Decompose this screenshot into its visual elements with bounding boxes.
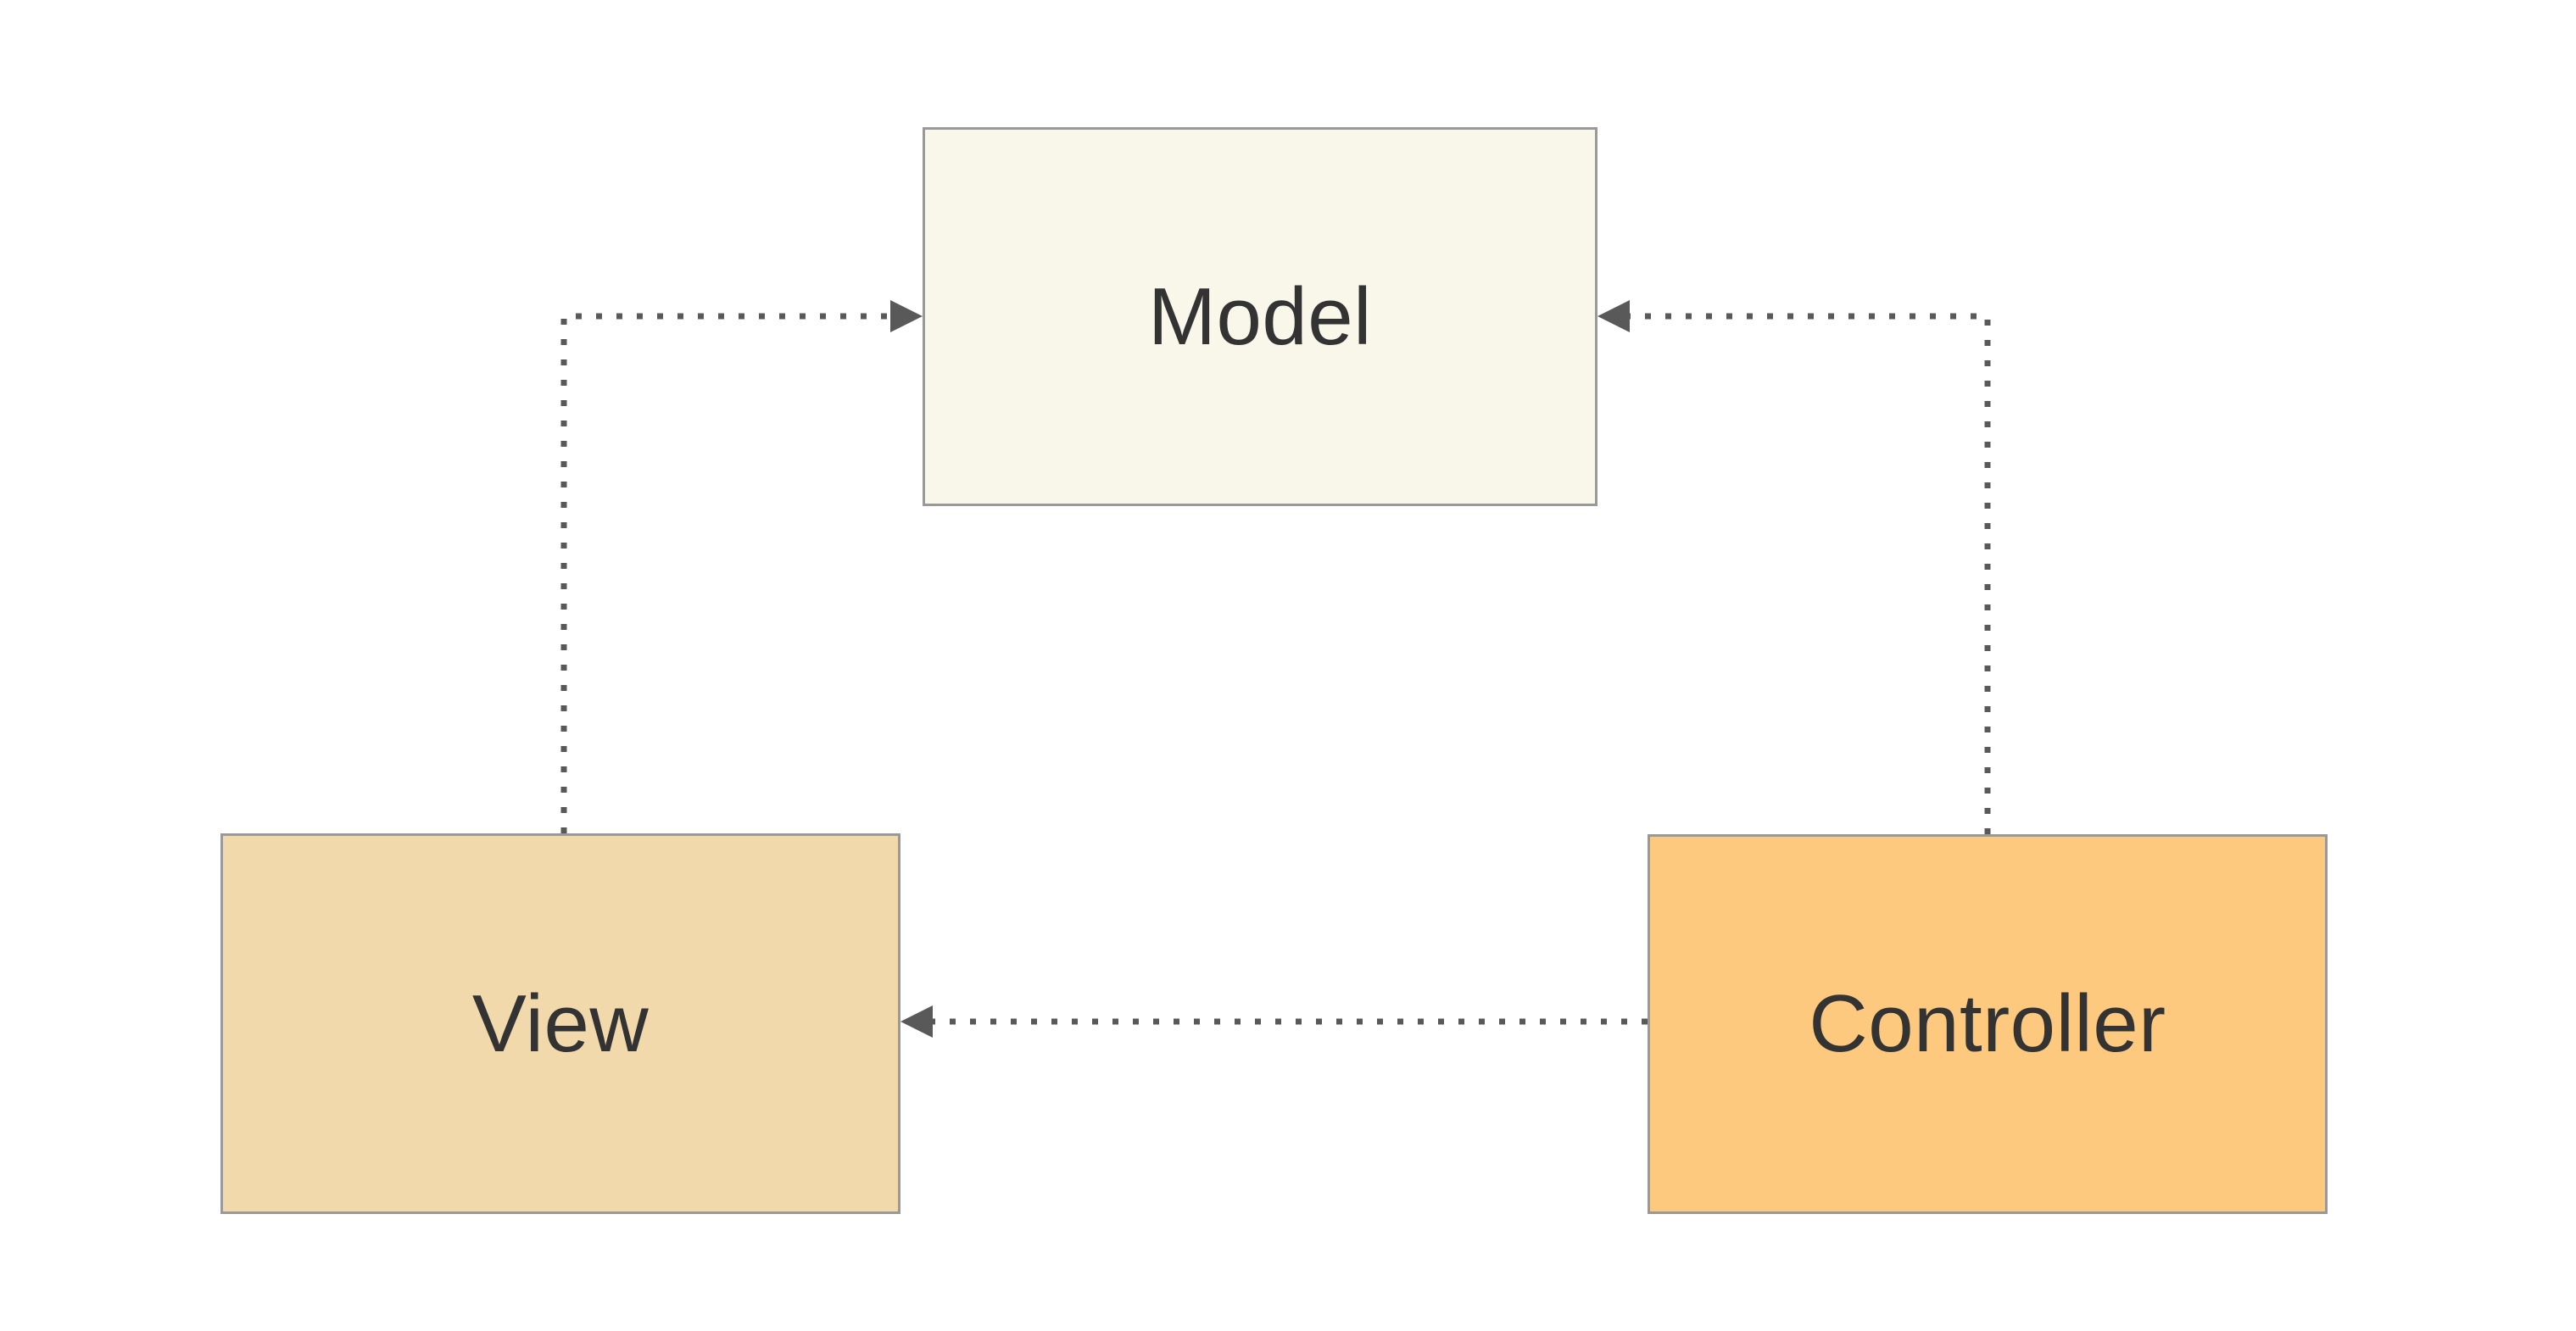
edge-controller-to-view[interactable]	[900, 1005, 1648, 1038]
node-model[interactable]: Model	[923, 127, 1597, 506]
arrowhead-right-icon	[890, 300, 923, 332]
node-controller-label: Controller	[1809, 978, 2166, 1069]
node-controller[interactable]: Controller	[1648, 834, 2328, 1214]
node-view[interactable]: View	[220, 833, 900, 1214]
arrowhead-left-icon	[900, 1005, 933, 1038]
edge-view-to-model[interactable]	[560, 300, 923, 833]
arrowhead-left-icon	[1597, 300, 1630, 332]
node-model-label: Model	[1148, 270, 1372, 362]
edge-controller-to-model-line	[1625, 313, 1991, 834]
edge-view-to-model-line	[560, 313, 895, 833]
node-view-label: View	[471, 977, 650, 1069]
edge-controller-to-model[interactable]	[1597, 300, 1991, 834]
